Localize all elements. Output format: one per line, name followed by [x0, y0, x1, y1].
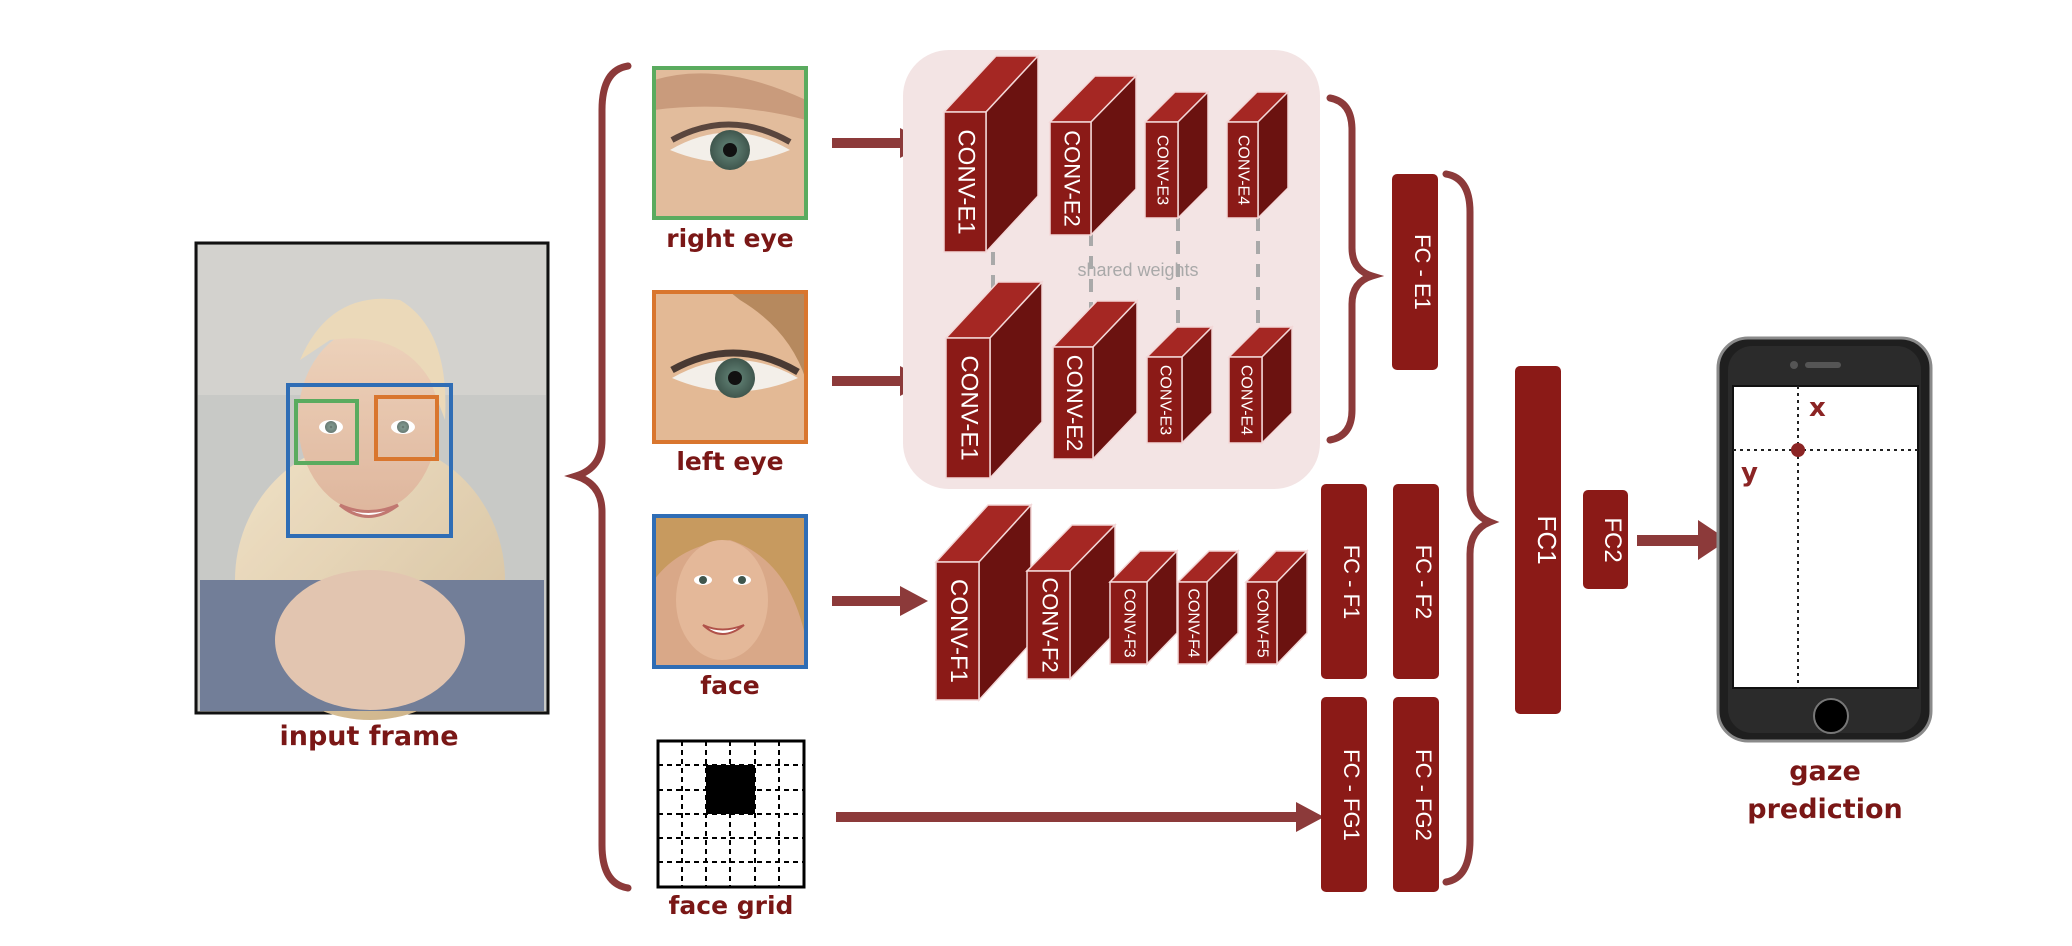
face-conv-block-4: CONV-F4: [1176, 549, 1240, 666]
fc1-block: FC1: [1515, 366, 1562, 714]
face-detection-box: [286, 383, 453, 538]
left-eye-conv-block-3: CONV-E3: [1145, 325, 1214, 445]
eye-merge-brace: [1326, 94, 1385, 444]
fc-fg1-block: FC - FG1: [1321, 697, 1367, 892]
left-eye-conv-block-4-label: CONV-E4: [1237, 365, 1254, 435]
left-eye-crop: [652, 290, 808, 444]
input-frame-label: input frame: [279, 721, 458, 752]
face-label: face: [700, 671, 760, 700]
left-eye-conv-block-3-label: CONV-E3: [1156, 365, 1173, 435]
right-eye-conv-block-3-label: CONV-E3: [1153, 135, 1170, 205]
right-eye-conv-block-4-label: CONV-E4: [1234, 135, 1251, 205]
left-eye-conv-block-2-label: CONV-E2: [1062, 355, 1087, 452]
face-grid-label: face grid: [669, 891, 794, 920]
input-frame: [194, 241, 550, 720]
y-axis-label: y: [1741, 458, 1758, 488]
face-crop: [652, 514, 808, 669]
right-eye-conv-block-2: CONV-E2: [1048, 74, 1138, 237]
face-conv-block-1-label: CONV-F1: [945, 579, 972, 683]
fc2-block: FC2: [1583, 490, 1628, 589]
right-eye-crop: [652, 66, 808, 220]
right-eye-label: right eye: [666, 224, 793, 253]
phone-screen: [1732, 385, 1919, 689]
face-conv-block-1: CONV-F1: [934, 503, 1033, 702]
shared-weights-note: shared weights: [1077, 260, 1198, 280]
gaze-label-line2: prediction: [1747, 794, 1902, 825]
face-conv-block-3-label: CONV-F3: [1120, 588, 1137, 657]
left-eye-conv-block-1: CONV-E1: [944, 280, 1044, 480]
right-eye-conv-block-3: CONV-E3: [1143, 90, 1210, 220]
right-eye-conv-block-1: CONV-E1: [942, 54, 1040, 254]
face-conv-block-3: CONV-F3: [1108, 549, 1179, 666]
left-eye-conv-block-2: CONV-E2: [1051, 299, 1139, 461]
fc-e1-block: FC - E1: [1392, 174, 1438, 370]
left-eye-conv-block-1-label: CONV-E1: [956, 355, 983, 460]
output-arrow: [1637, 520, 1728, 560]
face-conv-block-2-label: CONV-F2: [1038, 577, 1063, 672]
right-eye-conv-block-2-label: CONV-E2: [1060, 130, 1085, 227]
fc-merge-brace: [1442, 170, 1500, 886]
phone: x y: [1716, 336, 1933, 743]
fc-f2-block: FC - F2: [1393, 484, 1439, 679]
phone-camera-icon: [1790, 361, 1798, 369]
fc-fg2-label: FC - FG2: [1411, 749, 1436, 841]
fc1-label: FC1: [1532, 515, 1562, 564]
input-split-brace: [564, 62, 632, 892]
face-conv-block-4-label: CONV-F4: [1184, 588, 1201, 657]
fc-fg1-label: FC - FG1: [1339, 749, 1364, 841]
phone-speaker: [1805, 362, 1841, 368]
left-eye-conv-block-4: CONV-E4: [1227, 325, 1294, 445]
home-button-icon: [1813, 698, 1849, 734]
fc2-label: FC2: [1599, 517, 1626, 562]
fc-f1-block: FC - F1: [1321, 484, 1367, 679]
left-eye-detection-box: [374, 395, 439, 461]
right-eye-conv-block-1-label: CONV-E1: [953, 129, 980, 234]
face-grid: [656, 739, 806, 889]
right-eye-conv-block-4: CONV-E4: [1225, 90, 1290, 220]
gaze-label-line1: gaze: [1789, 756, 1861, 787]
fc-e1-label: FC - E1: [1410, 234, 1435, 310]
face-conv-block-2: CONV-F2: [1025, 523, 1117, 681]
fc-fg2-block: FC - FG2: [1393, 697, 1439, 892]
fc-f2-label: FC - F2: [1411, 545, 1436, 620]
right-eye-detection-box: [294, 399, 359, 465]
face-conv-block-5: CONV-F5: [1244, 549, 1309, 666]
gaze-point-marker: [1791, 443, 1805, 457]
x-axis-label: x: [1809, 393, 1826, 423]
left-eye-label: left eye: [676, 447, 783, 476]
fc-f1-label: FC - F1: [1339, 545, 1364, 620]
face-conv-block-5-label: CONV-F5: [1253, 588, 1270, 657]
